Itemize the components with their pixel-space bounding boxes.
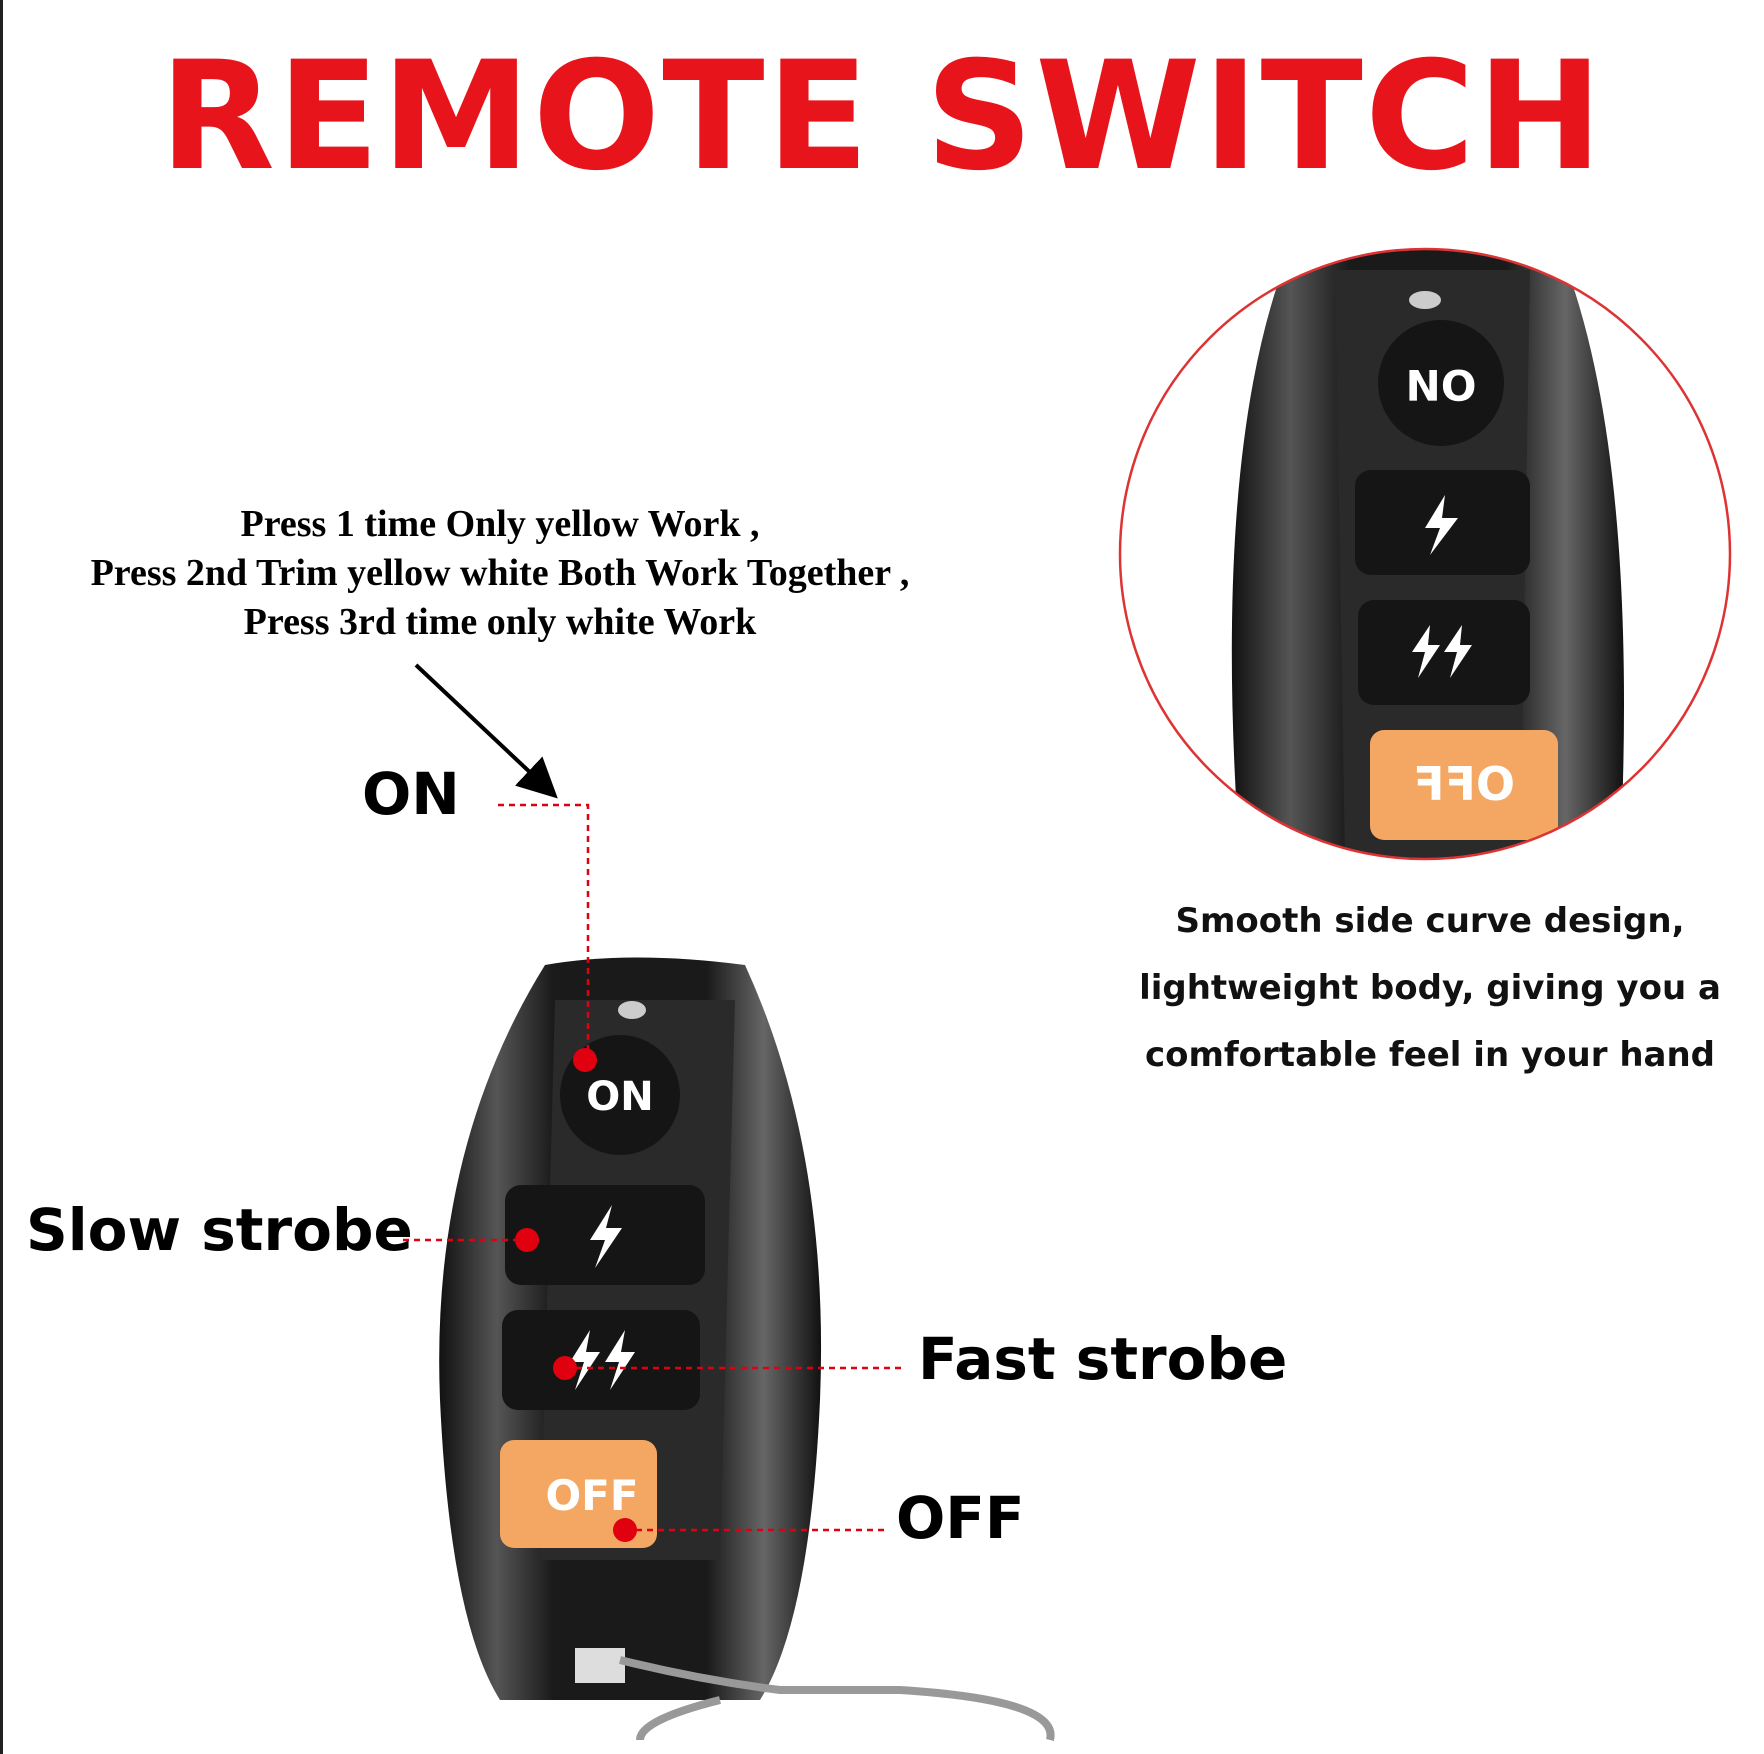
page-title: REMOTE SWITCH <box>159 30 1605 204</box>
lightning-icon <box>590 1205 622 1268</box>
fast-strobe-button <box>502 1310 700 1410</box>
label-slow-strobe: Slow strobe <box>26 1196 413 1264</box>
marker-dot <box>573 1048 597 1072</box>
instruction-line: Press 1 time Only yellow Work , <box>240 503 760 545</box>
double-lightning-icon <box>570 1330 635 1390</box>
left-border <box>0 0 3 1754</box>
label-on: ON <box>362 760 460 828</box>
label-fast-strobe: Fast strobe <box>918 1325 1288 1393</box>
zoom-on-label: ON <box>1406 360 1477 409</box>
pointer-arrow <box>414 663 558 799</box>
caption-line: Smooth side curve design, <box>1175 901 1685 941</box>
instruction-line: Press 2nd Trim yellow white Both Work To… <box>90 552 910 594</box>
caption: Smooth side curve design, lightweight bo… <box>1110 888 1750 1089</box>
remote-main: ON OFF <box>439 957 1055 1741</box>
zoom-circle: ON OFF <box>1118 247 1732 861</box>
zoom-off-label: OFF <box>1413 757 1515 811</box>
off-button-label: OFF <box>545 1471 638 1520</box>
caption-line: lightweight body, giving you a <box>1139 968 1721 1008</box>
marker-dot <box>613 1518 637 1542</box>
on-button-label: ON <box>586 1074 653 1120</box>
marker-dot <box>553 1356 577 1380</box>
instruction-line: Press 3rd time only white Work <box>243 601 757 643</box>
marker-dot <box>515 1228 539 1252</box>
label-off: OFF <box>896 1484 1025 1552</box>
instructions: Press 1 time Only yellow Work , Press 2n… <box>20 500 980 647</box>
caption-line: comfortable feel in your hand <box>1144 1035 1716 1075</box>
keyring-icon <box>619 1656 1055 1741</box>
